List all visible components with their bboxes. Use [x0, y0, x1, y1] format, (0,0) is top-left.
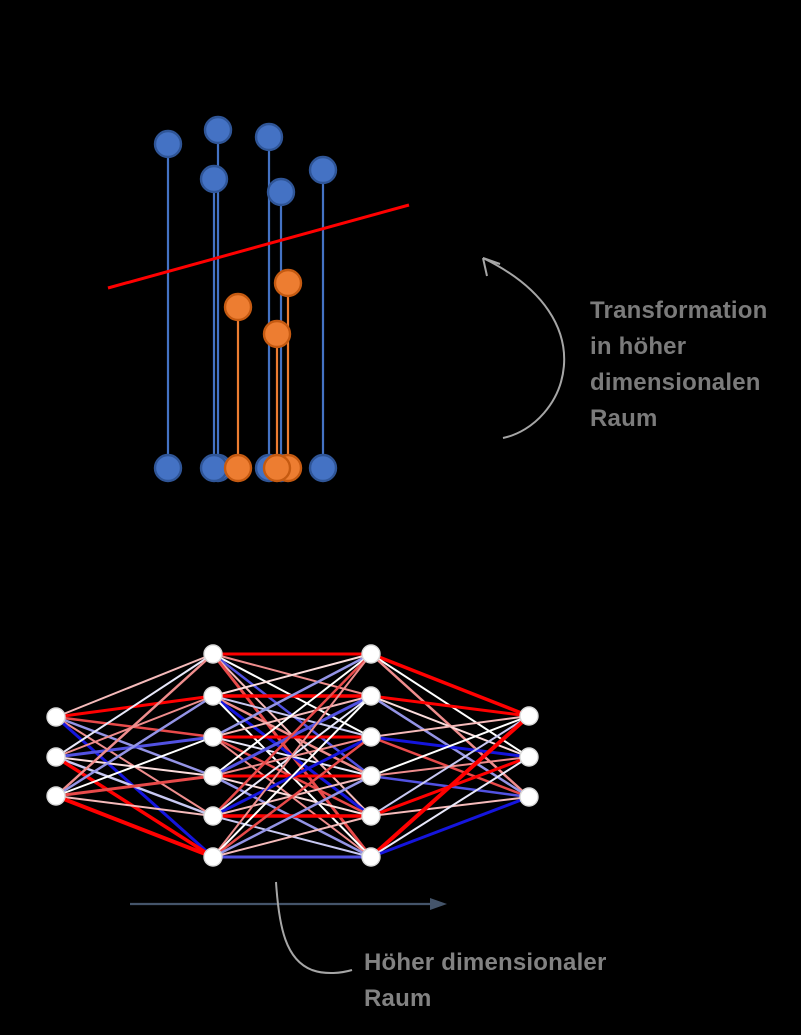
- transformation-annotation-line: in höher: [590, 333, 687, 360]
- blue-data-dot: [254, 122, 284, 152]
- network-node: [361, 727, 381, 747]
- blue-data-dot: [199, 164, 229, 194]
- network-node: [361, 644, 381, 664]
- transformation-annotation-line: Transformation: [590, 297, 768, 324]
- network-edge: [370, 715, 530, 738]
- network-edge: [54, 794, 215, 859]
- network-node: [203, 806, 223, 826]
- network-node: [203, 766, 223, 786]
- orange-data-dot: [273, 268, 303, 298]
- orange-data-dot: [262, 319, 292, 349]
- orange-data-dot: [223, 292, 253, 322]
- network-edge: [369, 795, 531, 859]
- network-edge: [212, 653, 372, 777]
- higher-dimension-annotation-line: Höher dimensionaler: [364, 949, 607, 976]
- transformation-annotation-line: dimensionalen: [590, 369, 761, 396]
- network-edge: [211, 652, 373, 818]
- network-edge: [369, 694, 531, 718]
- network-edge: [211, 652, 373, 739]
- blue-projected-dot: [199, 453, 229, 483]
- transformation-arrow-curve: [482, 257, 566, 439]
- network-edge: [370, 715, 530, 817]
- network-edge: [370, 715, 530, 777]
- network-edge: [55, 653, 214, 718]
- dimension-axis-arrowhead: [430, 898, 447, 910]
- blue-data-dot: [203, 115, 233, 145]
- network-node: [519, 747, 539, 767]
- network-node: [203, 847, 223, 867]
- higher-dimension-annotation: Höher dimensionaler Raum: [364, 945, 607, 1017]
- network-edge: [212, 815, 372, 858]
- network-edge: [54, 694, 215, 798]
- blue-data-dot: [308, 155, 338, 185]
- transformation-arrowhead: [482, 257, 501, 265]
- network-edge: [55, 795, 214, 817]
- blue-projected-dot: [153, 453, 183, 483]
- network-node: [361, 806, 381, 826]
- network-node: [361, 766, 381, 786]
- network-edge: [369, 714, 531, 859]
- separating-line: [107, 203, 410, 290]
- network-node: [46, 786, 66, 806]
- blue-data-dot: [153, 129, 183, 159]
- network-node: [519, 706, 539, 726]
- network-edge: [211, 735, 373, 859]
- annotation-swoosh-curve: [275, 881, 353, 974]
- network-edge: [55, 736, 214, 797]
- network-edge: [212, 695, 372, 858]
- network-edge: [212, 653, 372, 858]
- network-node: [203, 727, 223, 747]
- blue-data-dot: [266, 177, 296, 207]
- network-node: [203, 686, 223, 706]
- blue-projected-dot: [308, 453, 338, 483]
- network-node: [46, 707, 66, 727]
- network-node: [519, 787, 539, 807]
- network-node: [361, 847, 381, 867]
- higher-dimension-annotation-line: Raum: [364, 985, 432, 1012]
- transformation-arrowhead: [482, 257, 488, 277]
- network-edge: [54, 774, 215, 798]
- network-node: [46, 747, 66, 767]
- orange-projected-dot: [223, 453, 253, 483]
- network-edge: [369, 652, 531, 718]
- network-edge: [212, 695, 372, 738]
- network-node: [361, 686, 381, 706]
- orange-projected-dot: [262, 453, 292, 483]
- transformation-annotation: Transformation in höher dimensionalen Ra…: [590, 293, 768, 437]
- network-edge: [211, 774, 373, 859]
- network-node: [203, 644, 223, 664]
- network-edge: [370, 756, 530, 858]
- network-edge: [55, 653, 214, 758]
- network-edge: [212, 653, 372, 697]
- network-edge: [54, 652, 215, 798]
- transformation-annotation-line: Raum: [590, 405, 658, 432]
